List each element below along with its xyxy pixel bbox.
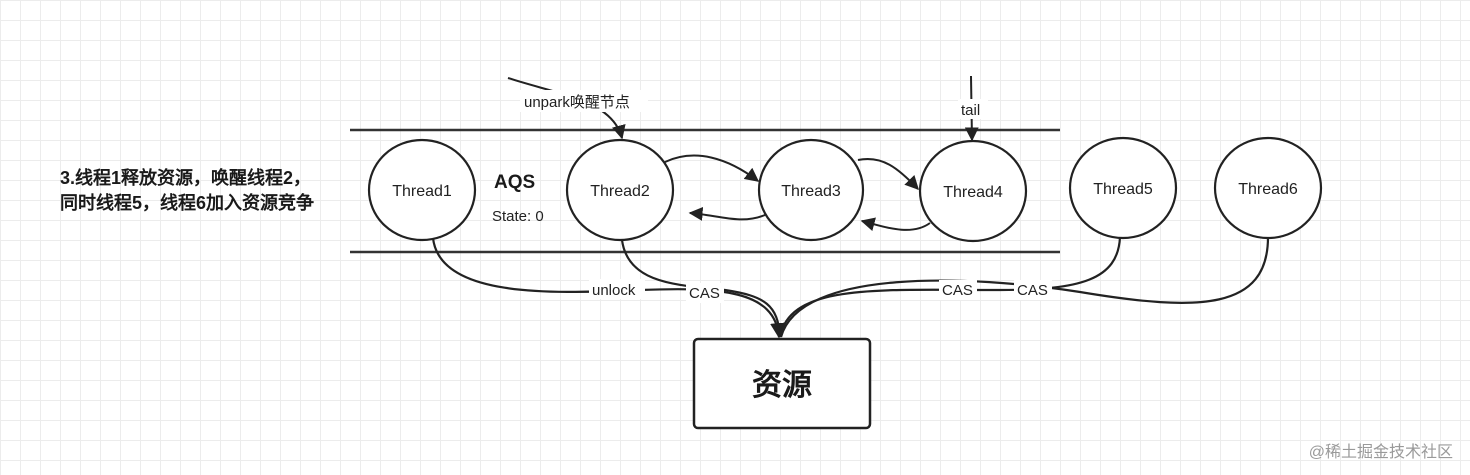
cas-label-bg-1 [686, 283, 724, 303]
edge-label-cas-thread6: CAS [1017, 282, 1048, 299]
unlock-label-bg [589, 279, 645, 299]
tail-label-bg [958, 99, 988, 119]
thread-label-6: Thread6 [1238, 181, 1298, 198]
tail-label: tail [961, 102, 980, 119]
edge-label-cas-thread5: CAS [942, 282, 973, 299]
cas-label-bg-3 [1014, 280, 1052, 300]
edge-thread6-cas [779, 236, 1270, 338]
link-thread3-thread4 [857, 157, 919, 191]
unpark-label: unpark唤醒节点 [524, 94, 630, 111]
link-thread2-thread3 [664, 154, 760, 182]
thread-label-4: Thread4 [943, 184, 1003, 201]
caption-line-1: 3.线程1释放资源，唤醒线程2， [60, 167, 311, 188]
thread-node-4: Thread4 [918, 139, 1028, 243]
thread-node-6: Thread6 [1213, 136, 1323, 240]
edge-label-unlock: unlock [592, 282, 636, 299]
resource-label: 资源 [752, 369, 812, 402]
thread-node-3: Thread3 [757, 138, 865, 242]
resource-box: 资源 [692, 337, 872, 430]
link-thread3-thread2 [688, 206, 766, 221]
thread-label-2: Thread2 [590, 183, 650, 200]
watermark: @稀土掘金技术社区 [1309, 443, 1453, 461]
thread-node-1: Thread1 [367, 138, 477, 242]
thread-node-5: Thread5 [1068, 136, 1178, 240]
caption-line-2: 同时线程5，线程6加入资源竞争 [60, 192, 314, 213]
link-thread4-thread3 [860, 217, 931, 232]
thread-label-3: Thread3 [781, 183, 841, 200]
cas-label-bg-2 [939, 280, 977, 300]
edge-thread2-cas [620, 239, 782, 338]
thread-label-5: Thread5 [1093, 181, 1153, 198]
aqs-state: State: 0 [492, 208, 544, 225]
aqs-title: AQS [494, 172, 535, 193]
edge-label-cas-thread2: CAS [689, 285, 720, 302]
thread-label-1: Thread1 [392, 183, 452, 200]
thread-node-2: Thread2 [565, 138, 675, 242]
unpark-label-bg [520, 90, 648, 112]
